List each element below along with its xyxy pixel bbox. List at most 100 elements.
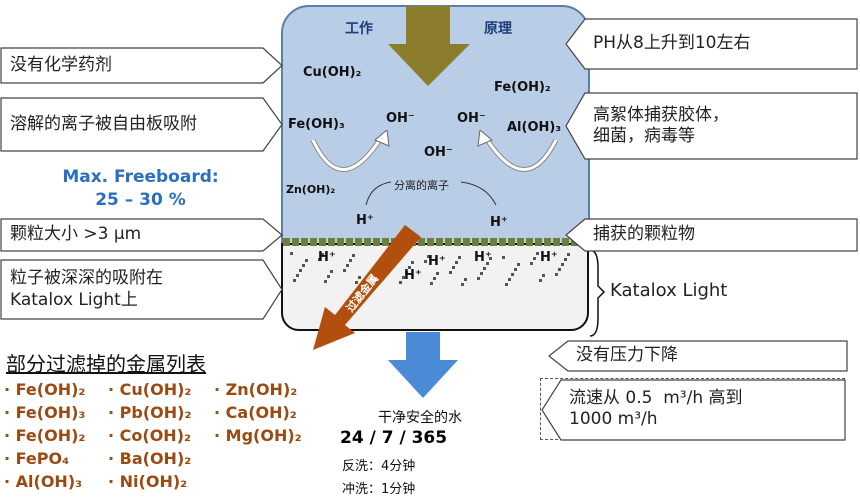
floc: [517, 238, 524, 246]
ion-flow-arrows: [310, 130, 559, 206]
particle: [542, 274, 545, 277]
particle: [486, 262, 489, 265]
particle: [517, 263, 520, 266]
particle: [536, 252, 539, 255]
metal-item: · FePO₄: [4, 449, 70, 468]
metal-item: · Fe(OH)₂: [4, 426, 86, 445]
particle: [477, 277, 480, 280]
ion-label: H⁺: [540, 250, 558, 265]
floc: [472, 238, 479, 246]
floc: [463, 238, 470, 246]
particle: [452, 266, 455, 269]
particle: [408, 266, 411, 269]
particle: [427, 255, 430, 258]
chem-label: Fe(OH)₃: [288, 117, 345, 132]
floc: [427, 238, 434, 246]
metals-title: 部分过滤掉的金属列表: [6, 352, 206, 376]
left-callout: 颗粒大小 >3 µm: [0, 218, 283, 252]
floc: [562, 238, 569, 246]
particle: [433, 277, 436, 280]
floc: [382, 238, 389, 246]
callout-text: 颗粒大小 >3 µm: [10, 224, 142, 245]
callout-text: 粒子被深深的吸附在 Katalox Light上: [10, 268, 163, 310]
floc: [436, 238, 443, 246]
inflow-arrow-icon: [388, 6, 470, 86]
freeboard-line1: Max. Freeboard:: [62, 167, 219, 187]
right-callout: 高絮体捕获胶体， 细菌，病毒等: [565, 92, 858, 160]
outflow-arrow-icon: [388, 332, 458, 398]
callout-text: 溶解的离子被自由板吸附: [10, 113, 197, 134]
floc: [508, 238, 515, 246]
particle: [318, 258, 321, 261]
particle: [533, 257, 536, 260]
particle: [502, 256, 505, 259]
particle: [299, 269, 302, 272]
metal-item: · Ca(OH)₂: [214, 403, 297, 422]
floc: [418, 238, 425, 246]
clean-water-label: 干净安全的水: [378, 410, 462, 426]
particle: [302, 264, 305, 267]
floc: [553, 238, 560, 246]
particle: [483, 267, 486, 270]
metal-item: · Cu(OH)₂: [108, 380, 192, 399]
metal-item: · Mg(OH)₂: [214, 426, 302, 445]
floc: [364, 238, 371, 246]
metal-item: · Ni(OH)₂: [108, 472, 188, 491]
right-callout: 没有压力下降: [548, 340, 848, 372]
floc: [499, 238, 506, 246]
metal-item: · Ba(OH)₂: [108, 449, 192, 468]
particle: [561, 263, 564, 266]
callout-text: 没有化学药剂: [10, 54, 112, 75]
rinse-label: 冲洗：1分钟: [342, 482, 416, 497]
floc: [454, 238, 461, 246]
particle: [558, 268, 561, 271]
chem-label: Zn(OH)₂: [286, 183, 336, 196]
particle: [358, 276, 361, 279]
particle: [480, 272, 483, 275]
floc: [292, 238, 299, 246]
floc: [490, 238, 497, 246]
floc: [301, 238, 308, 246]
particle: [461, 283, 464, 286]
callout-text: 捕获的颗粒物: [593, 224, 695, 245]
left-callout: 溶解的离子被自由板吸附: [0, 97, 283, 152]
ion-label: H⁺: [318, 250, 336, 265]
particle: [564, 258, 567, 261]
particle: [424, 260, 427, 263]
particle: [305, 259, 308, 262]
callout-text: 高絮体捕获胶体， 细菌，病毒等: [593, 104, 729, 146]
chem-label: H⁺: [490, 215, 508, 230]
callout-text: PH从8上升到10左右: [593, 33, 751, 54]
particle: [511, 273, 514, 276]
floc: [355, 238, 362, 246]
floc: [337, 238, 344, 246]
metal-item: · Al(OH)₃: [4, 472, 83, 491]
media-label: Katalox Light: [610, 280, 728, 301]
backwash-label: 反洗：4分钟: [342, 459, 416, 474]
particle: [293, 279, 296, 282]
left-callout: 粒子被深深的吸附在 Katalox Light上: [0, 259, 283, 320]
particle: [346, 264, 349, 267]
floc: [310, 238, 317, 246]
chem-label: Fe(OH)₂: [494, 80, 551, 95]
particle: [449, 271, 452, 274]
floc: [346, 238, 353, 246]
title-left: 工作: [345, 21, 373, 37]
particle: [489, 257, 492, 260]
freeboard-line2: 25 – 30 %: [95, 190, 186, 210]
particle: [296, 274, 299, 277]
chem-label: Al(OH)₃: [507, 120, 562, 135]
floc: [328, 238, 335, 246]
particle: [539, 279, 542, 282]
title-right: 原理: [484, 21, 512, 37]
particle: [355, 281, 358, 284]
particle: [430, 282, 433, 285]
particle: [455, 261, 458, 264]
particle: [290, 252, 293, 255]
chem-label: OH⁻: [424, 145, 453, 160]
floc: [319, 238, 326, 246]
filter-metal-arrow-icon: [313, 225, 421, 350]
particle: [530, 262, 533, 265]
particle: [555, 273, 558, 276]
particle: [405, 271, 408, 274]
